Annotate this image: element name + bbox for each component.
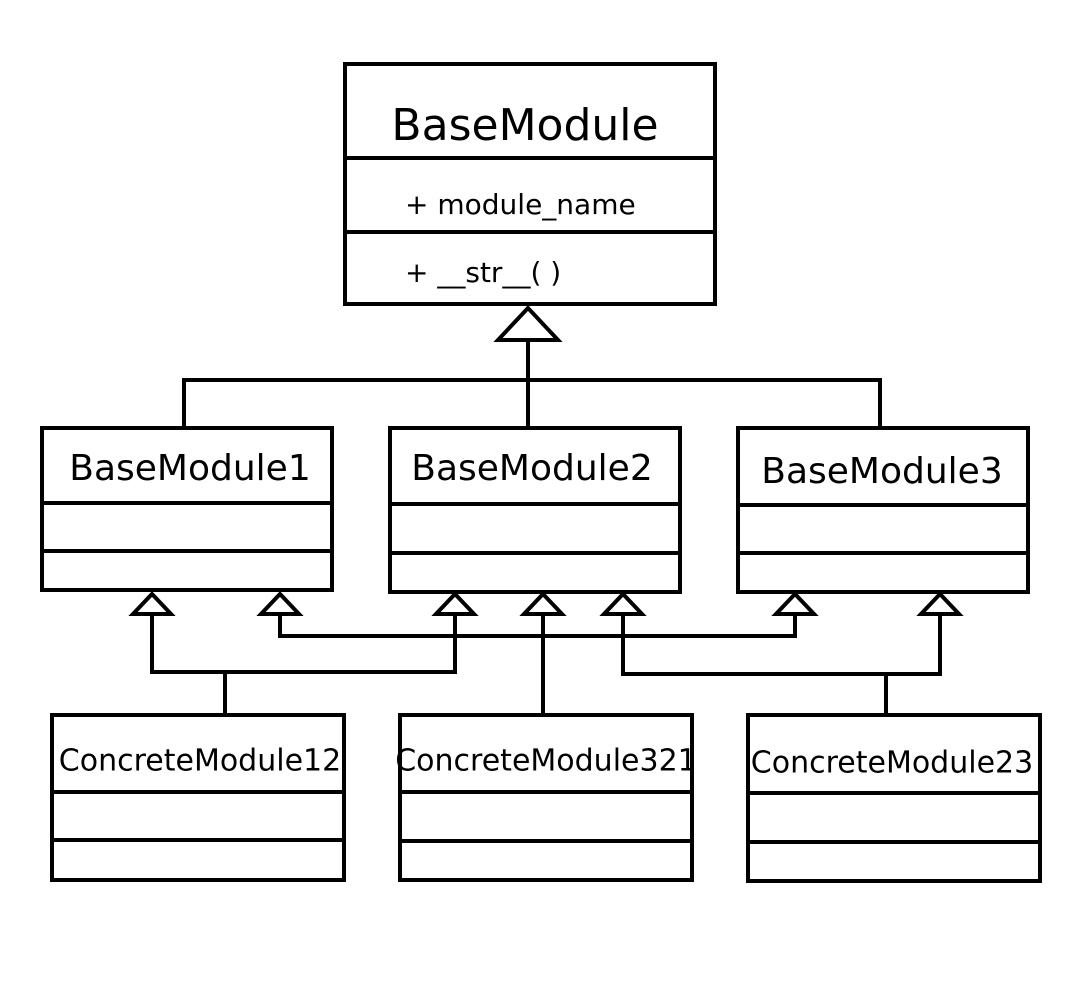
class-basemodule1-name: BaseModule1 (69, 448, 310, 489)
class-concretemodule23-name: ConcreteModule23 (751, 746, 1033, 781)
inheritance-bus-line (182, 378, 882, 428)
class-basemodule2-box (388, 426, 682, 594)
class-concretemodule321[interactable]: ConcreteModule321 (395, 713, 697, 882)
inheritance-line-concrete-bm1-bm3 (278, 614, 797, 638)
inheritance-line-concrete23-bus (621, 614, 942, 676)
class-basemodule2-name: BaseModule2 (411, 448, 652, 489)
class-basemodule2[interactable]: BaseModule2 (388, 426, 682, 594)
inheritance-arrowhead (431, 591, 479, 616)
class-basemodule-method: + __str__( ) (405, 256, 561, 289)
class-basemodule-name: BaseModule (391, 100, 658, 151)
inheritance-arrowhead (256, 591, 304, 616)
generalization-concrete (128, 591, 964, 715)
class-basemodule3-box (736, 426, 1030, 594)
class-concretemodule12[interactable]: ConcreteModule12 (50, 713, 346, 882)
class-basemodule3[interactable]: BaseModule3 (736, 426, 1030, 594)
class-concretemodule23-box (746, 713, 1042, 883)
class-basemodule1-box (40, 426, 334, 592)
class-concretemodule321-name: ConcreteModule321 (395, 744, 697, 779)
inheritance-arrowhead (128, 591, 176, 616)
inheritance-arrowhead (771, 591, 819, 616)
class-concretemodule12-name: ConcreteModule12 (59, 744, 341, 779)
inheritance-line-concrete12-bus (150, 614, 457, 674)
inheritance-arrowhead (599, 591, 647, 616)
inheritance-arrowhead (916, 591, 964, 616)
class-concretemodule321-box (398, 713, 694, 882)
class-basemodule-box (343, 62, 717, 306)
class-basemodule[interactable]: BaseModule + module_name + __str__( ) (343, 62, 717, 306)
inheritance-arrowhead (519, 591, 567, 616)
generalization-to-basemodule (182, 305, 882, 428)
class-basemodule-attribute: + module_name (405, 188, 636, 221)
class-concretemodule23[interactable]: ConcreteModule23 (746, 713, 1042, 883)
class-concretemodule12-box (50, 713, 346, 882)
class-basemodule1[interactable]: BaseModule1 (40, 426, 334, 592)
inheritance-arrowhead-basemodule (493, 305, 563, 342)
class-basemodule3-name: BaseModule3 (761, 451, 1002, 492)
